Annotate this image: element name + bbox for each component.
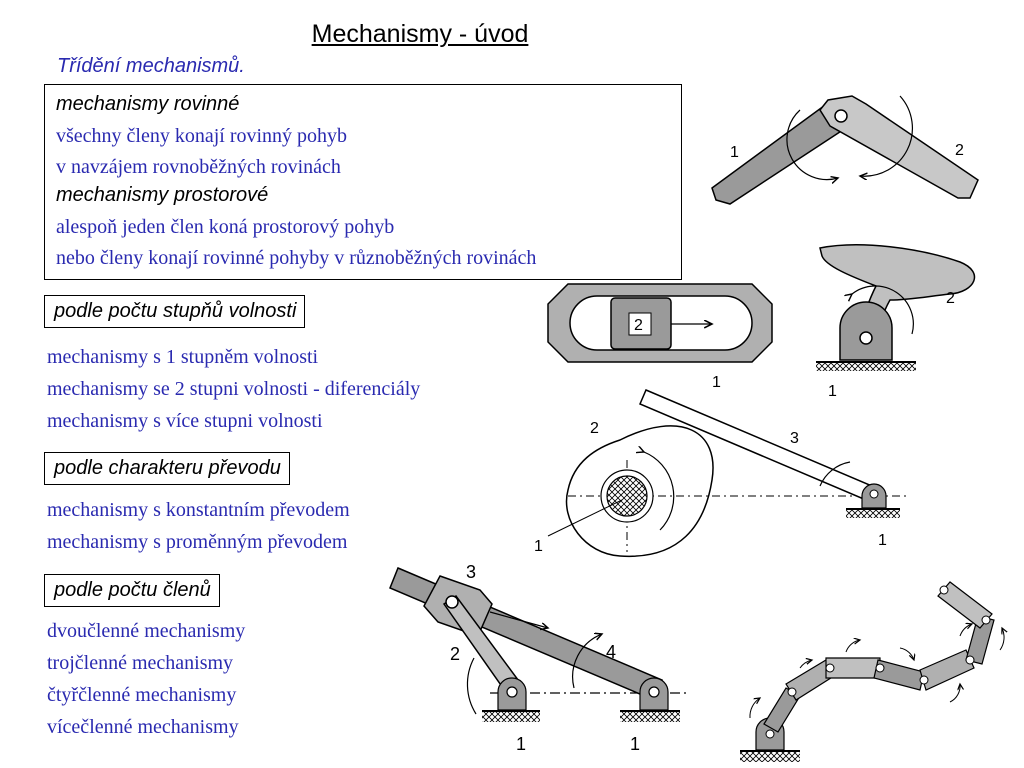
rotation-arrow	[786, 109, 838, 180]
section-transmission-heading: podle charakteru převodu	[44, 452, 290, 485]
rotation-arrow	[899, 647, 914, 660]
chain-joint	[787, 687, 797, 697]
chain-joint	[965, 655, 975, 665]
label: 4	[606, 642, 616, 662]
planar-desc-1: všechny členy konají rovinný pohyb	[56, 125, 348, 147]
section-transmission-item: mechanismy s proměnným převodem	[47, 531, 348, 553]
chain-link	[919, 649, 975, 691]
ground-hatch	[620, 712, 680, 722]
chain-joint	[981, 615, 991, 625]
section-members-item: trojčlenné mechanismy	[47, 652, 234, 674]
rotation-arrow	[749, 698, 760, 719]
label: 1	[534, 538, 543, 555]
rotation-arrow	[845, 640, 860, 653]
slider-label-box	[628, 312, 652, 336]
chain-joint	[765, 729, 775, 739]
label: 1	[878, 532, 887, 549]
rotation-arrow	[949, 684, 960, 703]
joint	[648, 686, 660, 698]
ground-hatch	[740, 752, 800, 762]
section-dof-item: mechanismy se 2 stupni volnosti - difere…	[47, 378, 421, 400]
rotation-arrow	[819, 461, 851, 487]
section-members-item: vícečlenné mechanismy	[47, 716, 239, 738]
cam-diagram: 1 2 3 1 1	[534, 374, 906, 557]
lever-bearing	[839, 301, 893, 361]
multi-link-chain-diagram	[740, 581, 1004, 762]
slider-guide-diagram: 2	[547, 283, 773, 363]
spatial-desc-2: nebo členy konají rovinné pohyby v různo…	[56, 247, 537, 269]
chain-joint	[825, 663, 835, 673]
planar-heading: mechanismy rovinné	[56, 93, 240, 115]
rotation-arrow	[852, 285, 914, 335]
lever-joint	[859, 331, 873, 345]
label: 3	[466, 562, 476, 582]
section-members-heading: podle počtu členů	[44, 574, 220, 607]
rotation-arrow	[644, 452, 675, 531]
rotation-arrow	[466, 657, 477, 715]
joint	[445, 595, 459, 609]
label: 1	[828, 383, 837, 400]
chain-joint	[875, 663, 885, 673]
hub	[606, 475, 648, 517]
section-transmission-item: mechanismy s konstantním převodem	[47, 499, 350, 521]
joint	[506, 686, 518, 698]
chain-joint	[939, 585, 949, 595]
classification-box: mechanismy rovinné všechny členy konají …	[44, 84, 682, 280]
rotation-arrow	[799, 660, 812, 669]
label: 2	[946, 290, 955, 307]
spatial-heading: mechanismy prostorové	[56, 184, 269, 206]
label: 1	[630, 734, 640, 754]
section-dof-item: mechanismy s 1 stupněm volnosti	[47, 346, 319, 368]
ground-hatch	[482, 712, 540, 722]
label: 3	[790, 430, 799, 447]
spatial-pair-diagram: 1 2	[711, 95, 979, 205]
joint	[834, 109, 848, 123]
ground-hatch	[816, 363, 916, 371]
section-members-item: čtyřčlenné mechanismy	[47, 684, 237, 706]
rotation-arrow	[860, 95, 913, 176]
link-1	[711, 98, 854, 205]
section-dof-heading: podle počtu stupňů volnosti	[44, 295, 306, 328]
label: 1	[712, 374, 721, 391]
label: 2	[955, 142, 964, 159]
rotation-arrow	[572, 634, 602, 689]
label: 1	[516, 734, 526, 754]
chain-link	[873, 659, 925, 691]
rotation-arrow	[999, 628, 1004, 651]
label: 2	[590, 420, 599, 437]
label: 2	[634, 317, 643, 334]
ground-hatch	[846, 510, 900, 518]
section-members-item: dvoučlenné mechanismy	[47, 620, 246, 642]
chain-link	[965, 615, 995, 665]
lever-diagram: 2 1	[816, 244, 976, 400]
page-subtitle: Třídění mechanismů.	[57, 55, 245, 77]
long-rod	[389, 567, 663, 701]
label: 1	[730, 144, 739, 161]
label: 2	[450, 644, 460, 664]
rotation-arrow	[959, 624, 972, 637]
slide-arrow	[489, 611, 548, 628]
planar-desc-2: v navzájem rovnoběžných rovinách	[56, 156, 341, 178]
section-dof-item: mechanismy s více stupni volnosti	[47, 410, 323, 432]
spatial-desc-1: alespoň jeden člen koná prostorový pohyb	[56, 216, 395, 238]
chain-joint	[919, 675, 929, 685]
leader-line	[547, 499, 623, 537]
page-title: Mechanismy - úvod	[311, 20, 529, 48]
link-2	[819, 95, 979, 199]
follower-joint	[869, 489, 879, 499]
slider-crank-diagram: 3 2 4 1 1	[389, 562, 690, 754]
